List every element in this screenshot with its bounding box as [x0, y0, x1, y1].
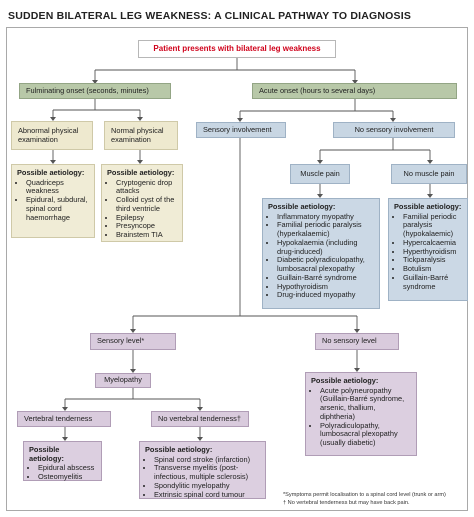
aetiology-item: Guillain-Barré syndrome [403, 273, 462, 291]
aetiology-heading: Possible aetiology: [311, 376, 379, 385]
no-muscle-pain-aetiology-box: Possible aetiology: Familial periodic pa… [388, 198, 468, 301]
myelopathy-node: Myelopathy [95, 373, 151, 388]
muscle-pain-node: Muscle pain [290, 164, 350, 184]
normal-exam-label: Normal physical examination [111, 125, 164, 144]
sensory-involvement-label: Sensory involvement [203, 124, 272, 134]
aetiology-item: Inflammatory myopathy [277, 212, 374, 222]
no-muscle-pain-label: No muscle pain [403, 168, 455, 178]
aetiology-item: Acute polyneuropathy (Guillain-Barré syn… [320, 386, 411, 422]
myelopathy-label: Myelopathy [104, 375, 142, 385]
no-sensory-involvement-node: No sensory involvement [333, 122, 455, 138]
no-sensory-level-aetiology-box: Possible aetiology: Acute polyneuropathy… [305, 372, 417, 456]
no-sensory-level-label: No sensory level [322, 336, 377, 346]
acute-onset-node: Acute onset (hours to several days) [252, 83, 457, 99]
vertebral-aetiology-box: Possible aetiology: Epidural abscess Ost… [23, 441, 102, 481]
aetiology-item: Epidural abscess [38, 464, 96, 473]
sensory-level-node: Sensory level* [90, 333, 176, 350]
aetiology-heading: Possible aetiology: [268, 202, 336, 211]
aetiology-item: Guillain-Barré syndrome [277, 273, 374, 283]
aetiology-item: Osteomyelitis [38, 472, 96, 482]
diagram-title: SUDDEN BILATERAL LEG WEAKNESS: A CLINICA… [8, 10, 412, 22]
no-vertebral-tenderness-label: No vertebral tenderness† [158, 413, 241, 423]
aetiology-item: Polyradiculopathy, lumbosacral plexopath… [320, 421, 411, 448]
aetiology-item: Extrinsic spinal cord tumour [154, 490, 260, 500]
footnote-sensory-level: *Symptoms permit localisation to a spina… [283, 492, 446, 498]
aetiology-item: Transverse myelitis (post-infectious, mu… [154, 463, 260, 481]
aetiology-heading: Possible aetiology: [394, 202, 462, 211]
aetiology-item: Brainstem TIA [116, 230, 177, 240]
aetiology-item: Presyncope [116, 222, 177, 231]
aetiology-item: Familial periodic paralysis (hypokalaemi… [403, 212, 462, 239]
aetiology-item: Colloid cyst of the third ventricle [116, 195, 177, 213]
aetiology-item: Familial periodic paralysis (hyperkalaem… [277, 220, 374, 238]
normal-aetiology-box: Possible aetiology: Cryptogenic drop att… [101, 164, 183, 242]
start-node: Patient presents with bilateral leg weak… [138, 40, 336, 58]
footnote-vertebral: † No vertebral tenderness but may have b… [283, 500, 410, 506]
muscle-pain-aetiology-box: Possible aetiology: Inflammatory myopath… [262, 198, 380, 309]
acute-onset-label: Acute onset (hours to several days) [259, 85, 376, 95]
no-sensory-level-node: No sensory level [315, 333, 399, 350]
vertebral-tenderness-label: Vertebral tenderness [24, 413, 93, 423]
aetiology-item: Hypokalaemia (including drug-induced) [277, 238, 374, 256]
aetiology-item: Cryptogenic drop attacks [116, 178, 177, 196]
aetiology-item: Drug-induced myopathy [277, 291, 374, 300]
abnormal-exam-node: Abnormal physical examination [11, 121, 93, 150]
aetiology-item: Hyperthyroidism [403, 247, 462, 257]
aetiology-heading: Possible aetiology: [145, 445, 213, 454]
aetiology-heading: Possible aetiology: [29, 445, 64, 463]
muscle-pain-label: Muscle pain [300, 168, 340, 178]
aetiology-heading: Possible aetiology: [107, 168, 175, 177]
aetiology-item: Hypercalcaemia [403, 238, 462, 248]
no-muscle-pain-node: No muscle pain [391, 164, 467, 184]
sensory-involvement-node: Sensory involvement [196, 122, 286, 138]
fulminating-onset-node: Fulminating onset (seconds, minutes) [19, 83, 171, 99]
abnormal-exam-label: Abnormal physical examination [18, 125, 79, 144]
no-sensory-involvement-label: No sensory involvement [354, 124, 434, 134]
aetiology-item: Diabetic polyradiculopathy, lumbosacral … [277, 255, 374, 273]
no-vertebral-aetiology-box: Possible aetiology: Spinal cord stroke (… [139, 441, 266, 499]
abnormal-aetiology-box: Possible aetiology: Quadriceps weakness … [11, 164, 95, 238]
aetiology-item: Tickparalysis [403, 256, 462, 265]
aetiology-item: Quadriceps weakness [26, 178, 89, 196]
aetiology-item: Spondylitic myelopathy [154, 481, 260, 491]
aetiology-item: Spinal cord stroke (infarction) [154, 455, 260, 465]
sensory-level-label: Sensory level* [97, 336, 145, 346]
aetiology-item: Epidural, subdural, spinal cord haemorrh… [26, 195, 89, 222]
vertebral-tenderness-node: Vertebral tenderness [17, 411, 111, 427]
normal-exam-node: Normal physical examination [104, 121, 178, 150]
aetiology-item: Hypothyroidism [277, 282, 374, 292]
aetiology-item: Epilepsy [116, 213, 177, 223]
no-vertebral-tenderness-node: No vertebral tenderness† [151, 411, 249, 427]
aetiology-heading: Possible aetiology: [17, 168, 85, 177]
fulminating-onset-label: Fulminating onset (seconds, minutes) [26, 85, 149, 95]
aetiology-item: Botulism [403, 264, 462, 274]
start-label: Patient presents with bilateral leg weak… [153, 44, 321, 54]
